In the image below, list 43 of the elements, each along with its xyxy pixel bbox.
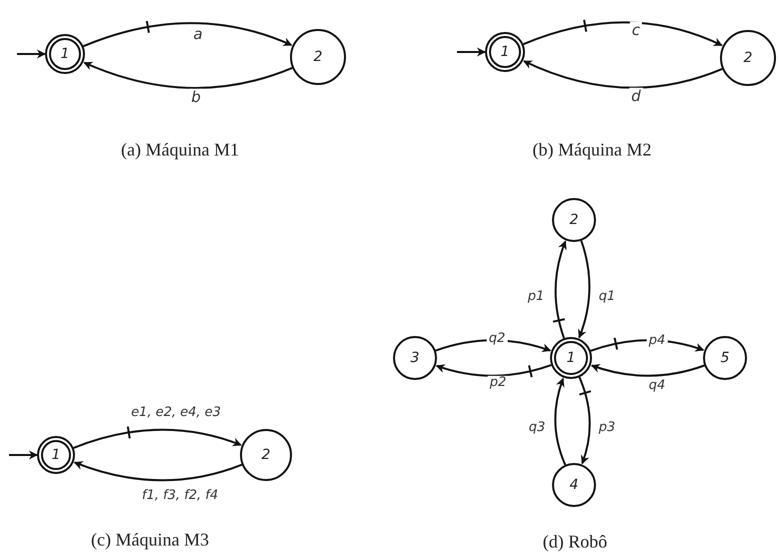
transition-arrow: [83, 62, 293, 89]
edge-label: p2: [488, 376, 508, 390]
subfigure-caption: (a) Máquina M1: [121, 140, 239, 160]
transition-arrow: [72, 426, 242, 449]
state-circle: 2: [720, 30, 776, 86]
transition-arrow: [523, 60, 723, 89]
transition-arrow: [457, 48, 486, 56]
transition-arrow: [578, 240, 590, 338]
state-circle: 5: [703, 336, 747, 380]
transition-arrow: [82, 20, 292, 48]
state-circle: 2: [290, 29, 346, 85]
edge-label: b: [189, 88, 203, 106]
transition-arrow: [590, 364, 705, 377]
transition-arrow: [435, 339, 552, 352]
edge-label: f1, f3, f2, f4: [140, 488, 220, 504]
subfigure-caption: (b) Máquina M2: [532, 140, 652, 160]
state-circle: 4: [552, 463, 596, 507]
edge-label: q2: [486, 332, 508, 346]
transition-arrow: [436, 364, 552, 378]
edge-label: p3: [596, 420, 618, 436]
state-circle: 2: [552, 198, 596, 242]
accepting-state-circle: 1: [550, 337, 592, 379]
subfigure-caption: (c) Máquina M3: [91, 530, 209, 550]
transition-arrow: [590, 336, 704, 352]
edge-label: q4: [646, 378, 668, 394]
transition-arrow: [554, 378, 566, 466]
edge-label: q3: [526, 420, 548, 436]
accepting-state-circle: 1: [37, 436, 75, 474]
transition-arrow: [522, 18, 723, 46]
subfigure-caption: (d) Robô: [542, 532, 608, 552]
accepting-state-circle: 1: [485, 32, 525, 72]
edge-label: d: [629, 88, 643, 104]
edge-label: p4: [646, 334, 668, 348]
transition-arrow: [552, 240, 567, 340]
transition-arrow: [9, 450, 38, 460]
edge-label: c: [630, 22, 642, 38]
edge-label: e1, e2, e4, e3: [129, 406, 223, 420]
transition-arrow: [74, 460, 242, 482]
transition-arrow: [17, 50, 46, 58]
accepting-state-circle: 1: [45, 34, 85, 74]
state-circle: 2: [240, 429, 292, 481]
transition-arrow: [578, 376, 592, 464]
state-circle: 3: [393, 336, 437, 380]
